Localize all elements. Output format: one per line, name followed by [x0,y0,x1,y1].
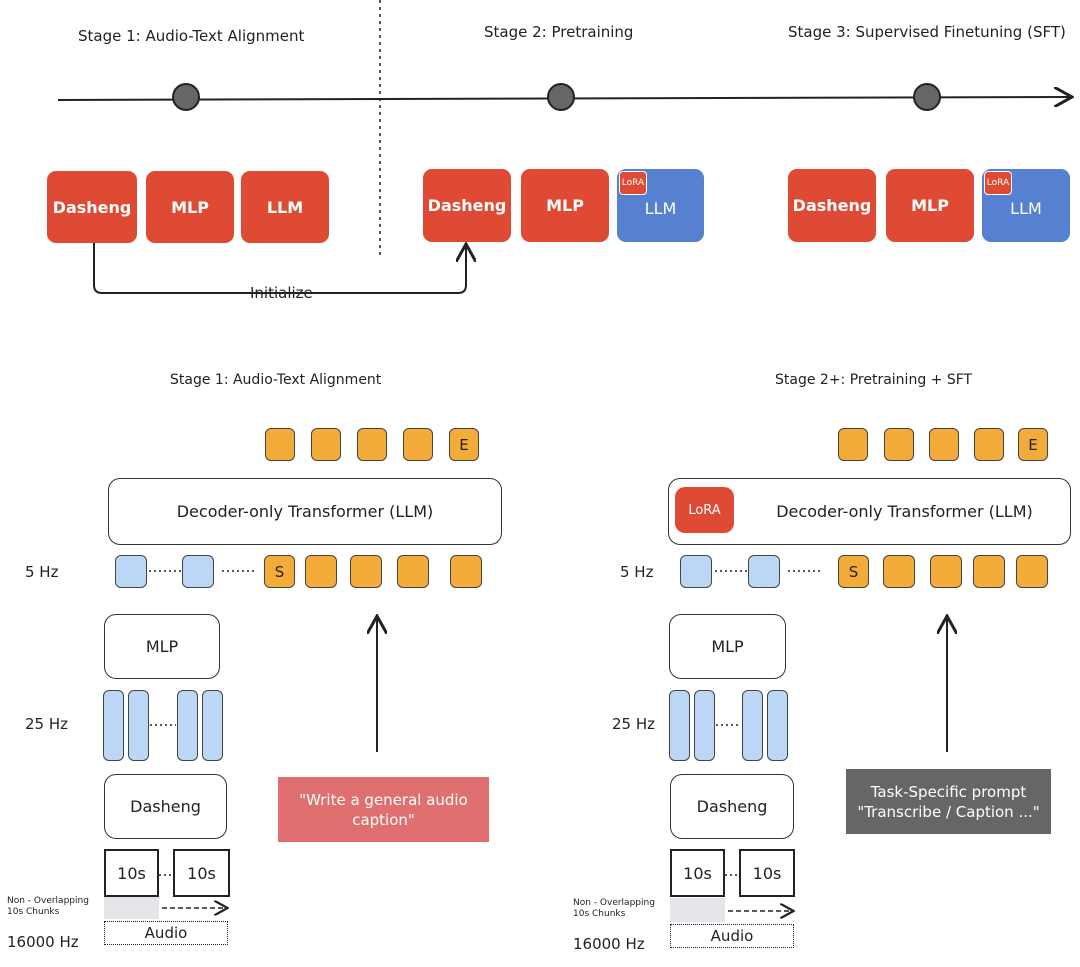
right-rate-25hz: 25 Hz [612,715,656,733]
left-frame-token [177,690,198,761]
right-output-token [974,428,1004,461]
stage3-lora-badge: LoRA [984,171,1012,195]
timeline-stage2-label: Stage 2: Pretraining [484,23,634,41]
stage2-dasheng-module: Dasheng [423,169,511,242]
right-audio-token [748,555,780,588]
right-output-token [929,428,959,461]
right-prompt-token [973,555,1005,588]
left-rate-25hz: 25 Hz [25,715,69,733]
stage1-llm-module: LLM [241,171,329,243]
right-frame-token [742,690,763,761]
right-prompt-token [930,555,962,588]
left-decoder-block: Decoder-only Transformer (LLM) [108,478,502,545]
timeline-dot-stage2 [547,83,575,111]
left-prompt-line-2: caption" [352,810,415,829]
left-output-token [265,428,295,461]
stage2-mlp-module: MLP [521,169,609,242]
right-prompt-token [1016,555,1048,588]
right-audio-token [680,555,712,588]
right-prompt-line-2: "Transcribe / Caption ..." [857,802,1040,821]
left-frame-token [202,690,223,761]
stage3-dasheng-module: Dasheng [788,169,876,242]
right-frame-token [694,690,715,761]
left-output-token [357,428,387,461]
stage1-dasheng-module: Dasheng [47,171,137,243]
left-audio-token [182,555,214,588]
left-dasheng-encoder: Dasheng [104,774,227,839]
right-prompt-line-1: Task-Specific prompt [870,782,1027,801]
right-end-token: E [1018,428,1048,461]
right-decoder-block: Decoder-only Transformer (LLM) [668,478,1071,545]
left-prompt-token [350,555,382,588]
right-panel-title: Stage 2+: Pretraining + SFT [775,372,973,388]
right-rate-5hz: 5 Hz [620,563,654,581]
left-chunk-2: 10s [173,849,230,897]
right-dasheng-encoder: Dasheng [670,774,794,839]
right-rate-16k: 16000 Hz [573,935,645,953]
timeline-stage1-label: Stage 1: Audio-Text Alignment [78,27,305,45]
left-audio-token [115,555,147,588]
left-rate-5hz: 5 Hz [25,563,59,581]
initialize-label: Initialize [250,284,313,302]
right-output-token [884,428,914,461]
left-panel-title: Stage 1: Audio-Text Alignment [170,372,382,388]
left-prompt-token [450,555,482,588]
right-mlp-block: MLP [669,614,786,679]
right-chunk-shade [670,898,725,922]
left-text-prompt: "Write a general audio caption" [278,777,489,842]
left-output-token [403,428,433,461]
right-chunk-note-1: Non - Overlapping [573,898,655,908]
initialize-arrow [93,243,466,294]
left-chunk-shade [104,895,159,919]
timeline-dot-stage1 [172,83,200,111]
right-chunk-note-2: 10s Chunks [573,909,626,919]
left-end-token: E [449,428,479,461]
right-output-token [838,428,868,461]
stage1-mlp-module: MLP [146,171,234,243]
right-chunk-2: 10s [739,849,795,897]
timeline-stage3-label: Stage 3: Supervised Finetuning (SFT) [788,23,1066,41]
left-frame-token [128,690,149,761]
left-audio-input: Audio [104,921,228,945]
left-start-token: S [264,555,295,588]
left-chunk-note-2: 10s Chunks [7,907,60,917]
right-lora-adapter: LoRA [675,487,734,533]
left-rate-16k: 16000 Hz [7,933,79,951]
left-prompt-token [397,555,429,588]
right-task-prompt: Task-Specific prompt "Transcribe / Capti… [846,769,1051,834]
right-frame-token [767,690,788,761]
left-prompt-token [305,555,337,588]
left-mlp-block: MLP [104,614,220,679]
right-frame-token [669,690,690,761]
left-chunk-1: 10s [104,849,159,897]
stage3-mlp-module: MLP [886,169,974,242]
right-start-token: S [838,555,869,588]
right-chunk-1: 10s [670,849,725,897]
left-prompt-line-1: "Write a general audio [299,790,468,809]
stage2-lora-badge: LoRA [619,171,647,195]
timeline-dot-stage3 [913,83,941,111]
left-chunk-note-1: Non - Overlapping [7,896,89,906]
right-audio-input: Audio [670,924,794,948]
left-frame-token [103,690,124,761]
left-output-token [311,428,341,461]
right-prompt-token [883,555,915,588]
